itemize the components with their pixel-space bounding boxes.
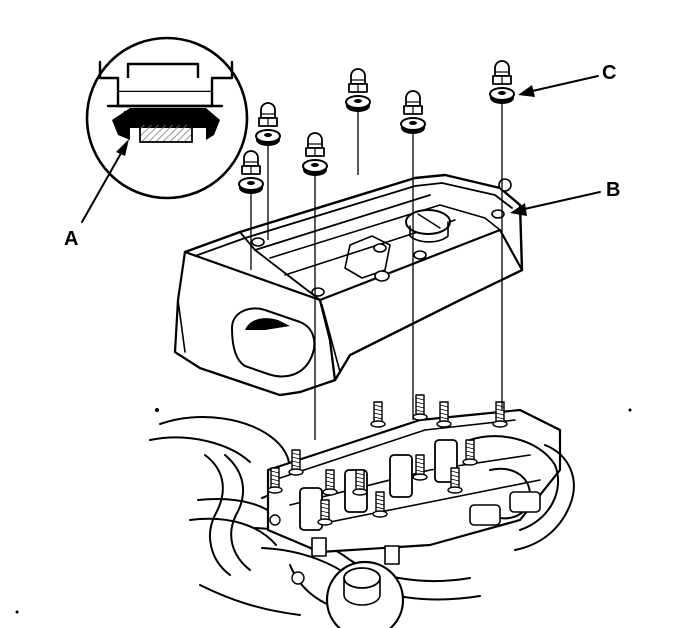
bolt-alignment-lines (250, 102, 503, 440)
cover-bolt-hole (311, 287, 325, 297)
cylinder-head-assembly (149, 394, 575, 628)
cap-nut (345, 68, 371, 112)
head-stud (412, 394, 428, 421)
head-stud (370, 401, 386, 428)
valve-cover (173, 173, 524, 397)
washer-detail-inset (85, 36, 249, 200)
cap-nut (400, 90, 426, 134)
callout-a: A (64, 139, 129, 250)
callout-b: B (510, 179, 620, 216)
cap-nut (255, 102, 281, 146)
head-stud (322, 469, 338, 496)
head-stud (317, 499, 333, 526)
head-stud (372, 491, 388, 518)
callout-label-c: C (602, 62, 616, 84)
callout-c: C (518, 62, 616, 97)
head-stud (267, 467, 283, 494)
head-stud (436, 401, 452, 428)
callout-label-a: A (64, 228, 78, 250)
callout-label-b: B (606, 179, 620, 201)
cap-nuts (238, 60, 515, 194)
head-stud (288, 449, 304, 476)
head-stud (412, 454, 428, 481)
cap-nut (238, 150, 264, 194)
head-stud (492, 401, 508, 428)
cover-bolt-hole (251, 237, 265, 247)
cover-bolt-hole (413, 250, 427, 260)
cap-nut (302, 132, 328, 176)
head-stud (447, 467, 463, 494)
cover-bolt-hole (373, 243, 387, 253)
cap-nut (489, 60, 515, 104)
head-stud (352, 469, 368, 496)
cover-bolt-hole (491, 209, 505, 219)
